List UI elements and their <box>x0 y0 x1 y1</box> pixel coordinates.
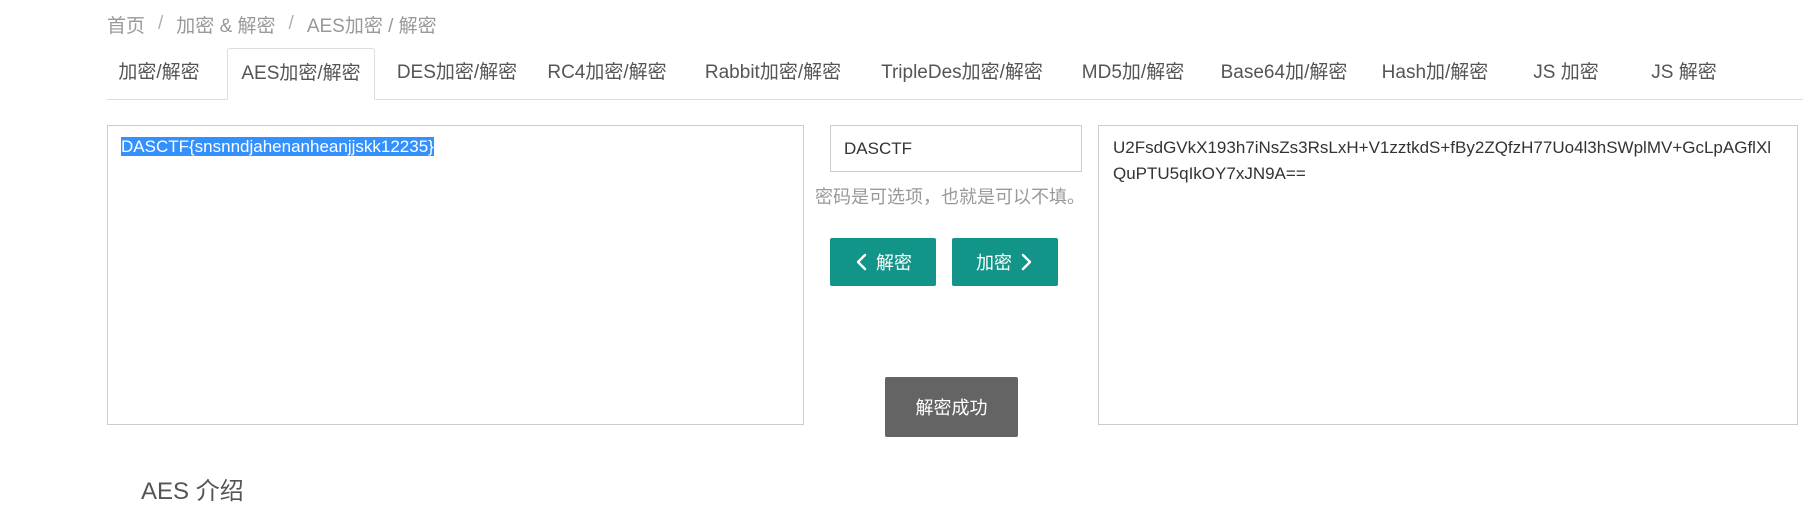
tab-hash[interactable]: Hash加/解密 <box>1381 62 1489 83</box>
success-toast: 解密成功 <box>885 377 1018 437</box>
breadcrumb: 首页 / 加密 & 解密 / AES加密 / 解密 <box>107 12 437 37</box>
tab-rc4[interactable]: RC4加密/解密 <box>547 62 667 83</box>
chevron-left-icon <box>856 253 867 271</box>
chevron-right-icon <box>1021 253 1032 271</box>
decrypt-button[interactable]: 解密 <box>830 238 936 286</box>
tab-des[interactable]: DES加密/解密 <box>396 62 518 83</box>
tab-encrypt-decrypt[interactable]: 加密/解密 <box>118 62 200 83</box>
ciphertext-textarea[interactable]: U2FsdGVkX193h7iNsZs3RsLxH+V1zztkdS+fBy2Z… <box>1098 125 1798 425</box>
encrypt-button-label: 加密 <box>976 253 1012 273</box>
plaintext-selected-text: DASCTF{snsnndjahenanheanjjskk12235} <box>121 137 434 156</box>
tab-base64[interactable]: Base64加/解密 <box>1220 62 1348 83</box>
password-input[interactable]: DASCTF <box>830 125 1082 172</box>
tab-aes[interactable]: AES加密/解密 <box>227 48 375 100</box>
password-hint: 密码是可选项，也就是可以不填。 <box>815 187 1085 207</box>
breadcrumb-home[interactable]: 首页 <box>107 15 146 37</box>
decrypt-button-label: 解密 <box>876 253 912 273</box>
section-title: AES 介绍 <box>141 478 244 505</box>
tab-tripledes[interactable]: TripleDes加密/解密 <box>881 62 1043 83</box>
breadcrumb-current: AES加密 / 解密 <box>306 15 437 37</box>
plaintext-textarea[interactable]: DASCTF{snsnndjahenanheanjjskk12235} <box>107 125 804 425</box>
tab-rabbit[interactable]: Rabbit加密/解密 <box>704 62 842 83</box>
tab-md5[interactable]: MD5加/解密 <box>1081 62 1185 83</box>
tab-js-decrypt[interactable]: JS 解密 <box>1651 62 1717 83</box>
breadcrumb-separator: / <box>158 13 164 34</box>
breadcrumb-separator: / <box>288 13 294 34</box>
tab-js-encrypt[interactable]: JS 加密 <box>1533 62 1599 83</box>
breadcrumb-crypto[interactable]: 加密 & 解密 <box>176 15 276 37</box>
tab-bar: 加密/解密 AES加密/解密 DES加密/解密 RC4加密/解密 Rabbit加… <box>107 48 1803 100</box>
encrypt-button[interactable]: 加密 <box>952 238 1058 286</box>
